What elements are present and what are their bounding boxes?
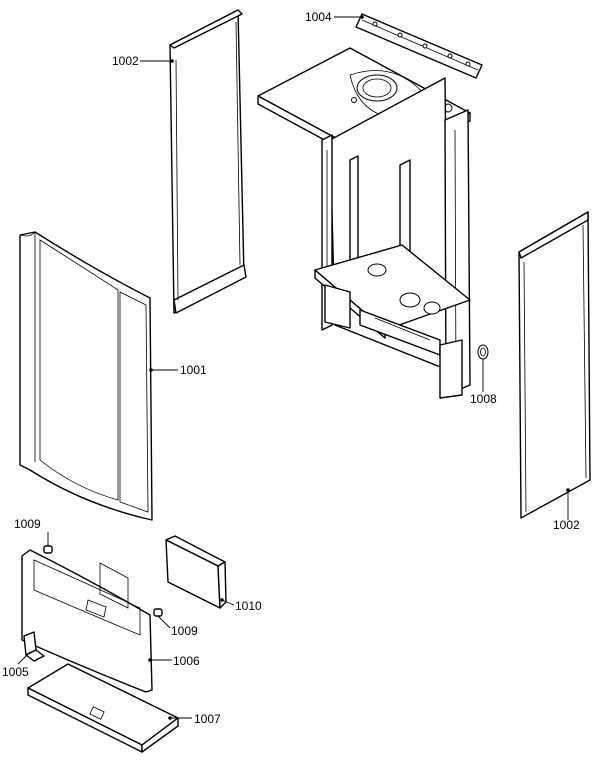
part-1002-side-panel-right (518, 211, 591, 519)
label-1002-right: 1002 (553, 518, 580, 532)
label-1009-lower: 1009 (171, 624, 198, 638)
label-1001: 1001 (180, 363, 207, 377)
label-1006: 1006 (173, 654, 200, 668)
part-1010-bracket (165, 535, 227, 609)
label-1004: 1004 (305, 10, 332, 24)
label-1002-left: 1002 (112, 54, 139, 68)
part-1007-bottom-panel (27, 663, 179, 753)
part-casing-chassis (257, 47, 471, 399)
part-1005-clip (23, 631, 45, 662)
label-1005: 1005 (2, 665, 29, 679)
label-1007: 1007 (194, 712, 221, 726)
part-1001-front-panel (19, 231, 153, 521)
leader-lines (17, 15, 570, 720)
part-1004-wall-bracket (355, 13, 483, 79)
part-1009-knob-lower (153, 608, 163, 617)
part-1008-grommet (477, 344, 489, 360)
label-1010: 1010 (235, 599, 262, 613)
label-1008: 1008 (470, 392, 497, 406)
part-1006-control-fascia (21, 549, 153, 693)
part-1009-knob-upper (43, 545, 53, 554)
label-1009-upper: 1009 (14, 517, 41, 531)
part-1002-side-panel-left (169, 9, 247, 314)
